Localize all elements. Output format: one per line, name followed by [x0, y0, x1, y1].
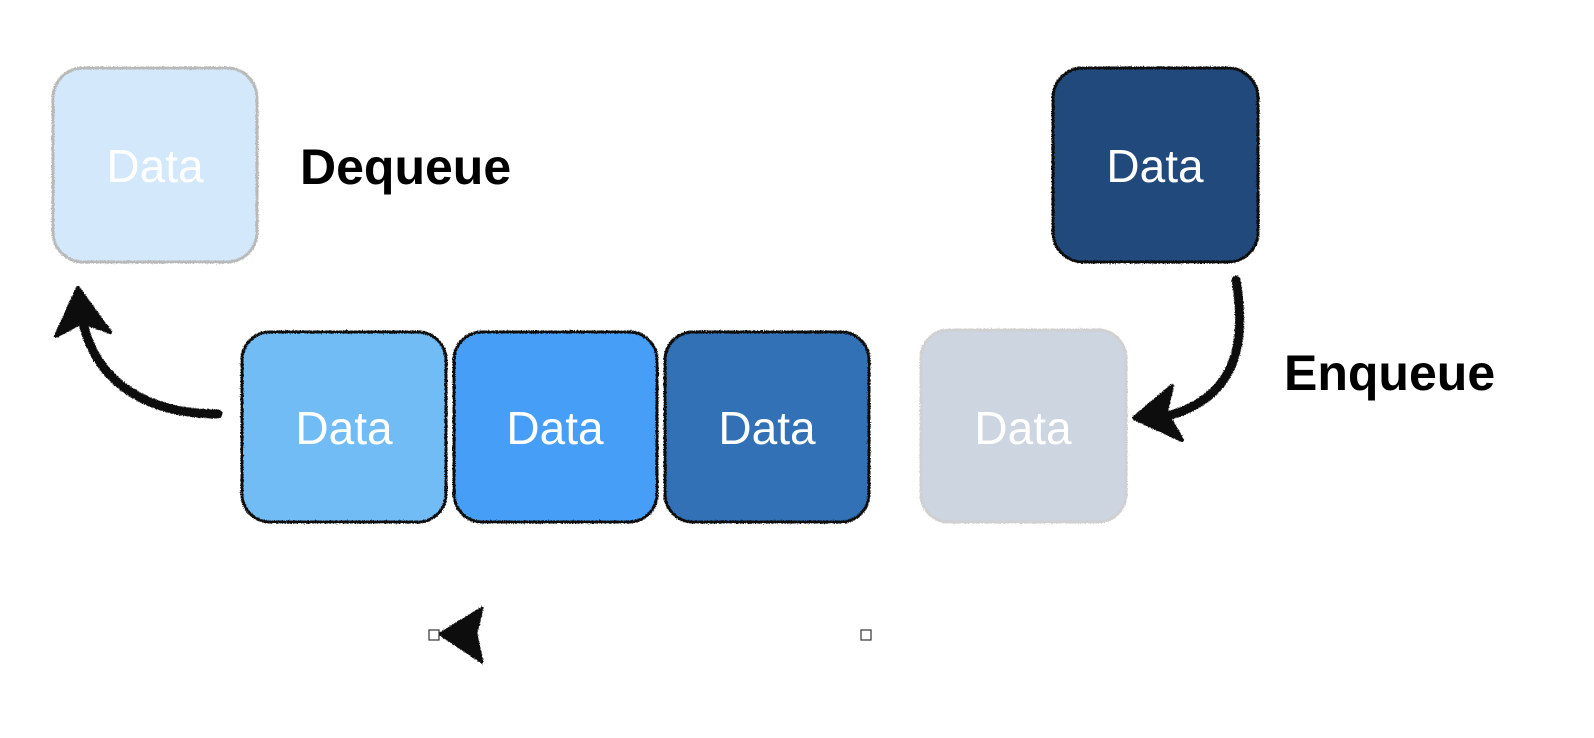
arrow-end-handle[interactable]	[860, 629, 872, 641]
incoming-box-shape	[1051, 66, 1260, 264]
arrow-start-handle[interactable]	[428, 629, 440, 641]
enqueue-arrow	[1132, 275, 1245, 442]
dequeued-box-shape	[51, 66, 259, 264]
queue-box-1-label: Data	[295, 402, 393, 454]
incoming-data-box: Data	[1051, 66, 1260, 264]
dequeued-box-label: Data	[106, 140, 204, 192]
direction-arrow	[428, 606, 872, 664]
queue-box-3-label: Data	[718, 402, 816, 454]
dequeue-label: Dequeue	[300, 139, 511, 195]
queue-box-1-shape	[240, 330, 448, 524]
dequeue-arrow	[54, 286, 223, 419]
enqueue-slot-box: Data	[919, 328, 1128, 524]
dequeued-data-box: Data	[51, 66, 259, 264]
queue-data-box-1: Data	[240, 330, 448, 524]
enqueue-label: Enqueue	[1284, 345, 1495, 401]
enqueue-slot-shape	[919, 328, 1128, 524]
incoming-box-label: Data	[1106, 140, 1204, 192]
queue-data-box-2: Data	[452, 330, 659, 524]
queue-box-2-label: Data	[506, 402, 604, 454]
enqueue-slot-label: Data	[974, 402, 1072, 454]
queue-data-box-3: Data	[663, 330, 871, 524]
queue-box-2-shape	[452, 330, 659, 524]
queue-box-3-shape	[663, 330, 871, 524]
